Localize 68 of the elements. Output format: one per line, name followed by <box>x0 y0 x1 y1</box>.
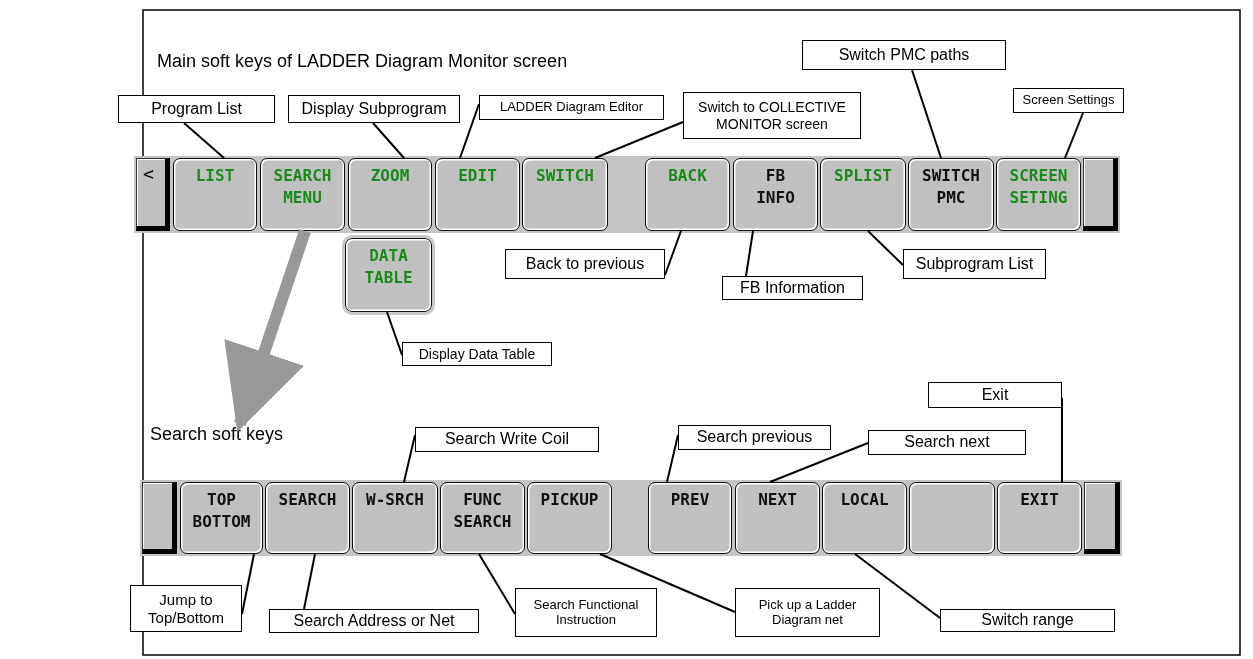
soft-key <box>909 482 995 554</box>
end-key: < <box>136 158 170 231</box>
soft-key: FUNC SEARCH <box>440 482 525 554</box>
end-key <box>1084 482 1120 554</box>
callout-box: Display Subprogram <box>288 95 460 123</box>
soft-key: PICKUP <box>527 482 612 554</box>
callout-box: Search Functional Instruction <box>515 588 657 637</box>
section-heading: Search soft keys <box>150 424 290 446</box>
arrow <box>224 229 311 432</box>
soft-key: NEXT <box>735 482 820 554</box>
callout-box: Program List <box>118 95 275 123</box>
soft-key: PREV <box>648 482 732 554</box>
callout-box: Search Write Coil <box>415 427 599 452</box>
leader-line <box>386 311 403 356</box>
soft-key: FB INFO <box>733 158 818 231</box>
callout-box: Subprogram List <box>903 249 1046 279</box>
soft-key: LOCAL <box>822 482 907 554</box>
leader-line <box>769 442 869 483</box>
soft-key: TOP BOTTOM <box>180 482 263 554</box>
end-key <box>1083 158 1118 231</box>
soft-key-bar <box>134 156 1120 233</box>
leader-line <box>911 69 942 159</box>
callout-box: Switch PMC paths <box>802 40 1006 70</box>
leader-line <box>183 122 225 159</box>
leader-line <box>403 434 416 483</box>
soft-key: W-SRCH <box>352 482 438 554</box>
callout-box: FB Information <box>722 276 863 300</box>
soft-key: ZOOM <box>348 158 432 231</box>
end-key <box>142 482 177 554</box>
leader-line <box>664 230 682 276</box>
callout-box: Back to previous <box>505 249 665 279</box>
leader-line <box>241 553 255 615</box>
leader-line <box>1064 112 1084 159</box>
soft-key: EDIT <box>435 158 520 231</box>
callout-box: Pick up a Ladder Diagram net <box>735 588 880 637</box>
leader-line <box>1061 397 1063 483</box>
soft-key: EXIT <box>997 482 1082 554</box>
leader-line <box>594 121 684 159</box>
soft-key-bar <box>140 480 1122 556</box>
leader-line <box>478 553 516 615</box>
leader-line <box>599 553 736 613</box>
callout-box: LADDER Diagram Editor <box>479 95 664 120</box>
soft-key: LIST <box>173 158 257 231</box>
leader-line <box>854 553 941 619</box>
callout-box: Display Data Table <box>402 342 552 366</box>
soft-key: SEARCH MENU <box>260 158 345 231</box>
soft-key: BACK <box>645 158 730 231</box>
leader-line <box>459 103 480 159</box>
callout-box: Search previous <box>678 425 831 450</box>
soft-key: SWITCH <box>522 158 608 231</box>
soft-key: SPLIST <box>820 158 906 231</box>
leader-line <box>372 122 405 159</box>
callout-box: Exit <box>928 382 1062 408</box>
callout-box: Switch range <box>940 609 1115 632</box>
leader-line <box>303 553 316 610</box>
callout-box: Search Address or Net <box>269 609 479 633</box>
soft-key: DATA TABLE <box>345 238 432 312</box>
leader-line <box>867 230 904 266</box>
callout-box: Switch to COLLECTIVE MONITOR screen <box>683 92 861 139</box>
leader-line <box>745 230 754 277</box>
soft-key: SWITCH PMC <box>908 158 994 231</box>
callout-box: Screen Settings <box>1013 88 1124 113</box>
callout-box: Search next <box>868 430 1026 455</box>
leader-line <box>666 434 679 483</box>
diagram-title: Main soft keys of LADDER Diagram Monitor screen <box>157 51 568 72</box>
soft-key: SCREEN SETING <box>996 158 1081 231</box>
callout-box: Jump to Top/Bottom <box>130 585 242 632</box>
soft-key: SEARCH <box>265 482 350 554</box>
